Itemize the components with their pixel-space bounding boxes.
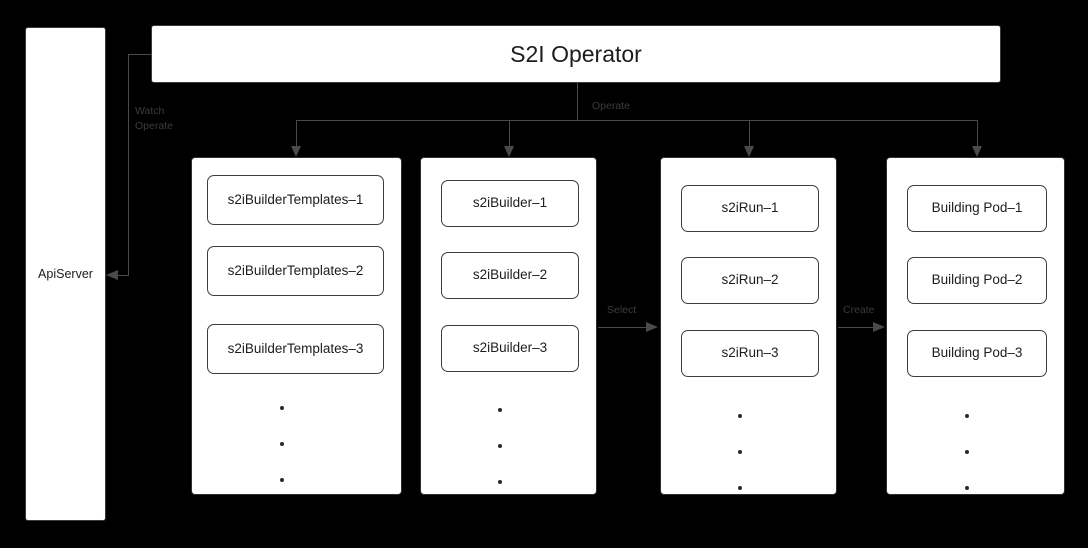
ellipsis-dot: [498, 444, 502, 448]
column-s2ibuildertemplates[interactable]: s2iBuilderTemplates–1 s2iBuilderTemplate…: [191, 157, 402, 495]
s2i-operator-title: S2I Operator: [510, 40, 642, 67]
select-label: Select: [607, 304, 637, 316]
column-building-pod[interactable]: Building Pod–1 Building Pod–2 Building P…: [886, 157, 1065, 495]
column-s2irun[interactable]: s2iRun–1 s2iRun–2 s2iRun–3: [660, 157, 837, 495]
ellipsis-dot: [738, 414, 742, 418]
item-s2ibuildertemplates-2[interactable]: s2iBuilderTemplates–2: [207, 246, 384, 296]
apiserver-node[interactable]: ApiServer: [25, 27, 106, 521]
ellipsis-dot: [965, 486, 969, 490]
item-building-pod-1[interactable]: Building Pod–1: [907, 185, 1047, 232]
item-s2ibuilder-1[interactable]: s2iBuilder–1: [441, 180, 579, 227]
ellipsis-s2irun: [738, 398, 742, 506]
operate-branch-1: [509, 120, 511, 146]
watch-operate-edge-stem: [128, 54, 130, 275]
ellipsis-dot: [965, 414, 969, 418]
create-arrowhead-icon: [873, 321, 885, 332]
operate-arrowhead-1-icon: [504, 146, 514, 157]
watch-operate-edge-top: [128, 54, 152, 56]
operate-arrowhead-0-icon: [291, 146, 301, 157]
watch-operate-arrowhead-icon: [106, 269, 118, 280]
operate-arrowhead-2-icon: [744, 146, 754, 157]
ellipsis-s2ibuildertemplates: [280, 390, 284, 498]
ellipsis-dot: [738, 450, 742, 454]
ellipsis-dot: [965, 450, 969, 454]
watch-operate-label: Watch Operate: [135, 105, 173, 133]
item-s2irun-3[interactable]: s2iRun–3: [681, 330, 819, 377]
apiserver-label: ApiServer: [38, 267, 93, 281]
operate-edge-stem: [577, 83, 579, 120]
item-s2irun-2[interactable]: s2iRun–2: [681, 257, 819, 304]
column-s2ibuilder[interactable]: s2iBuilder–1 s2iBuilder–2 s2iBuilder–3: [420, 157, 597, 495]
item-s2ibuildertemplates-1[interactable]: s2iBuilderTemplates–1: [207, 175, 384, 225]
item-building-pod-2[interactable]: Building Pod–2: [907, 257, 1047, 304]
operate-label: Operate: [592, 100, 630, 112]
ellipsis-s2ibuilder: [498, 392, 502, 500]
create-label: Create: [843, 304, 875, 316]
item-s2ibuildertemplates-3[interactable]: s2iBuilderTemplates–3: [207, 324, 384, 374]
watch-operate-edge-bottom: [118, 275, 129, 277]
item-s2ibuilder-2[interactable]: s2iBuilder–2: [441, 252, 579, 299]
ellipsis-dot: [498, 408, 502, 412]
operate-branch-3: [977, 120, 979, 146]
ellipsis-building-pod: [965, 398, 969, 506]
select-arrowhead-icon: [646, 321, 658, 332]
select-edge: [598, 327, 646, 329]
ellipsis-dot: [280, 478, 284, 482]
operate-branch-0: [296, 120, 298, 146]
ellipsis-dot: [280, 442, 284, 446]
create-edge: [838, 327, 873, 329]
operate-distribution-bus: [296, 120, 978, 122]
operate-arrowhead-3-icon: [972, 146, 982, 157]
s2i-operator-node[interactable]: S2I Operator: [151, 25, 1001, 83]
ellipsis-dot: [498, 480, 502, 484]
item-s2ibuilder-3[interactable]: s2iBuilder–3: [441, 325, 579, 372]
item-building-pod-3[interactable]: Building Pod–3: [907, 330, 1047, 377]
ellipsis-dot: [738, 486, 742, 490]
ellipsis-dot: [280, 406, 284, 410]
operate-branch-2: [749, 120, 751, 146]
item-s2irun-1[interactable]: s2iRun–1: [681, 185, 819, 232]
